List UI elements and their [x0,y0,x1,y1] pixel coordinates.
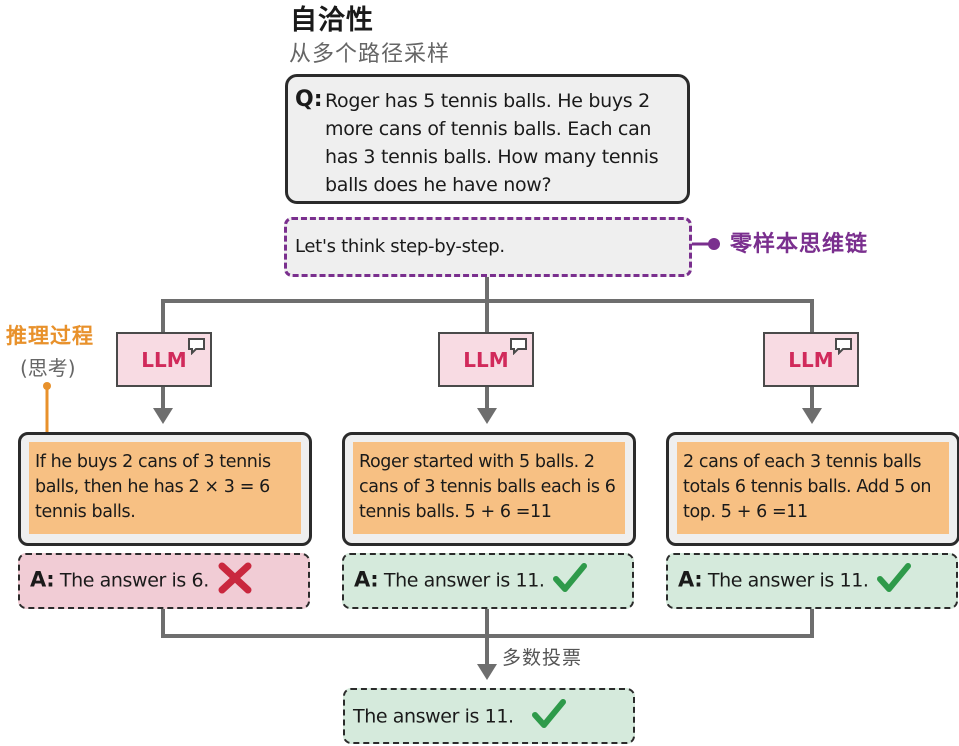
chat-bubble-icon [188,338,205,355]
zero-shot-cot-label: 零样本思维链 [730,232,869,257]
answer-prefix: A: [678,567,703,592]
prompt-box: Let's think step-by-step. [284,217,692,277]
reasoning-card-2: Roger started with 5 balls. 2 cans of 3 … [342,432,636,546]
llm-arrow-right-head [802,408,822,424]
answer-text-3: The answer is 11. [707,569,869,592]
answer-prefix: A: [354,567,379,592]
answer-box-2: A: The answer is 11. [342,553,634,609]
answer-box-1: A: The answer is 6. [18,553,310,609]
answer-box-3: A: The answer is 11. [666,553,958,609]
thinking-label: (思考) [20,356,76,380]
page-subtitle: 从多个路径采样 [289,42,451,67]
llm-box-center: LLM [438,332,534,387]
final-answer-text: The answer is 11. [353,705,514,728]
question-box: Q: Roger has 5 tennis balls. He buys 2 m… [285,74,690,204]
final-answer-box: The answer is 11. [343,688,635,744]
reasoning-text-2: Roger started with 5 balls. 2 cans of 3 … [353,442,625,534]
checkmark-icon [877,563,912,592]
llm-label: LLM [141,348,187,372]
page-title: 自洽性 [290,5,374,36]
wrong-x-icon [218,562,252,594]
vote-arrow-head [477,664,497,680]
answer-text-1: The answer is 6. [59,569,209,592]
majority-vote-label: 多数投票 [502,647,583,669]
llm-arrow-center-head [477,408,497,424]
reasoning-dot [43,382,51,390]
reasoning-card-3: 2 cans of each 3 tennis balls totals 6 t… [666,432,959,546]
answer-text-2: The answer is 11. [383,569,545,592]
checkmark-icon [532,699,567,728]
reasoning-text-1: If he buys 2 cans of 3 tennis balls, the… [29,442,301,534]
llm-box-right: LLM [763,332,859,387]
question-text: Roger has 5 tennis balls. He buys 2 more… [325,90,659,196]
llm-arrow-left-head [153,408,173,424]
chat-bubble-icon [835,338,852,355]
llm-label: LLM [463,348,509,372]
llm-box-left: LLM [116,332,212,387]
zero-shot-dot [708,238,720,250]
llm-label: LLM [788,348,834,372]
reasoning-text-3: 2 cans of each 3 tennis balls totals 6 t… [677,442,949,534]
reasoning-label: 推理过程 [6,324,94,348]
question-label: Q: [295,87,323,112]
answer-prefix: A: [30,567,55,592]
checkmark-icon [553,563,588,592]
reasoning-card-1: If he buys 2 cans of 3 tennis balls, the… [18,432,312,546]
chat-bubble-icon [510,338,527,355]
